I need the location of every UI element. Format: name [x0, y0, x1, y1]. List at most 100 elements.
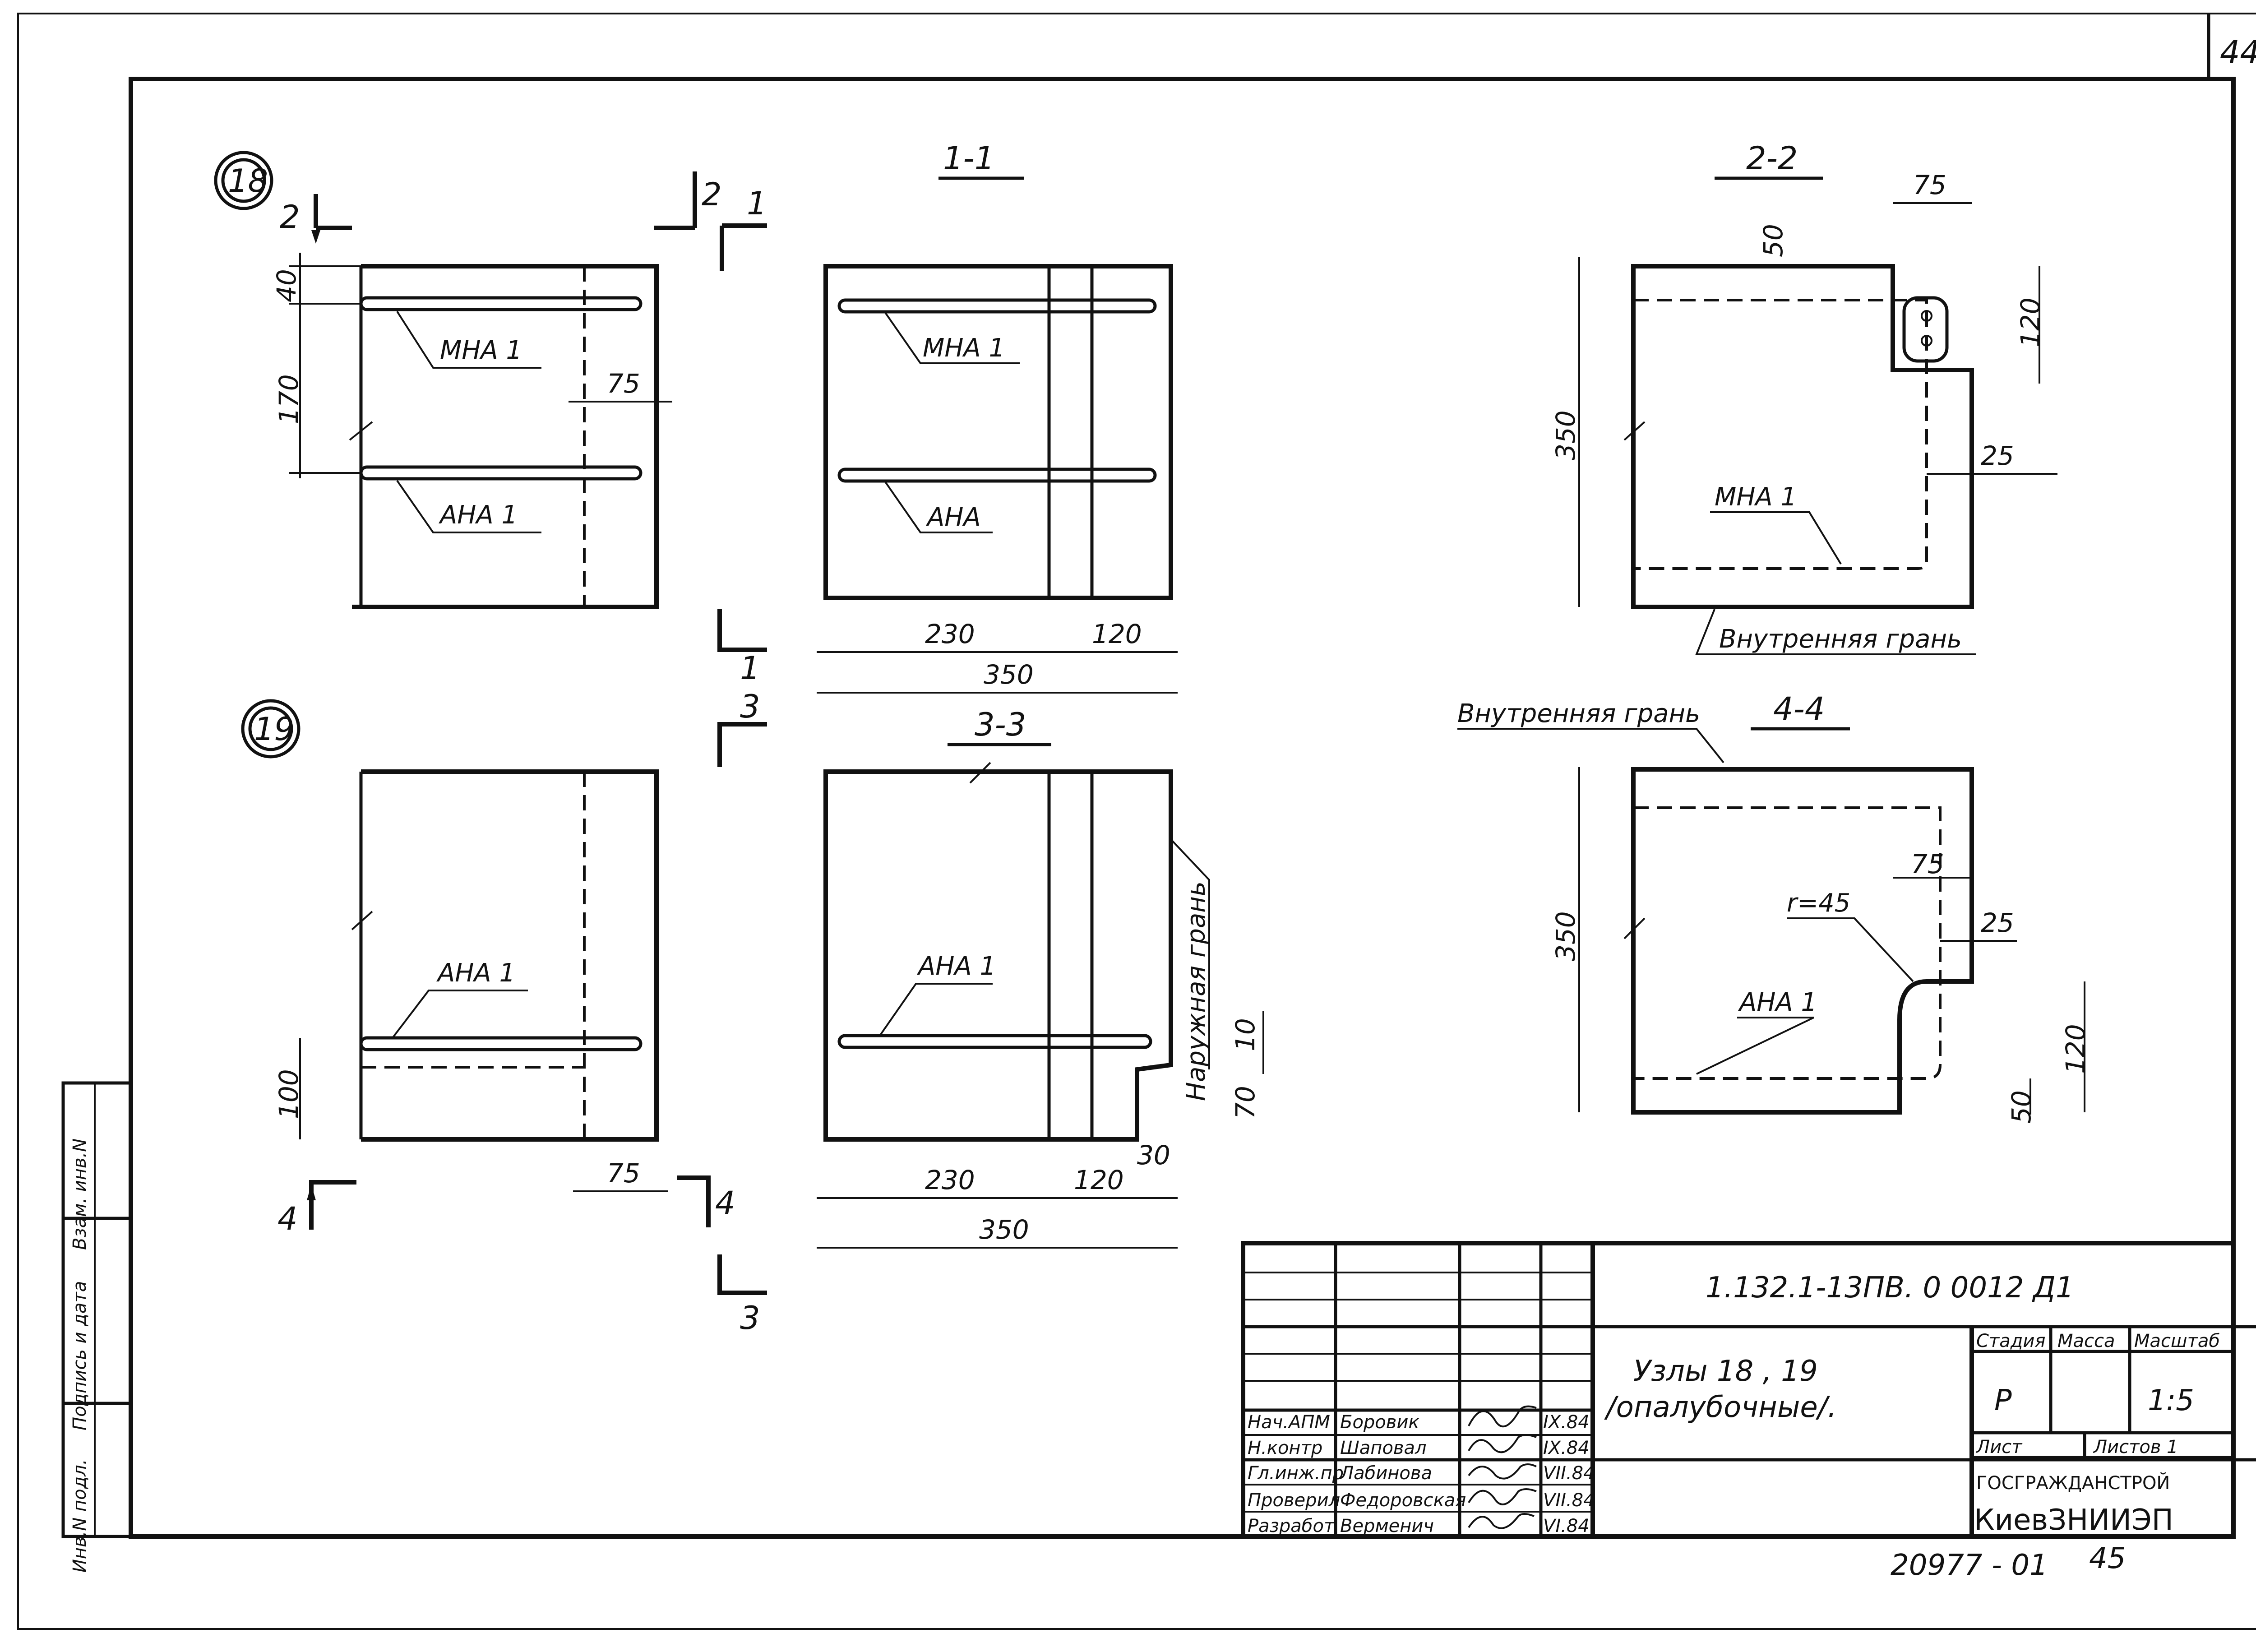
tb-stage: Р [1994, 1384, 2012, 1417]
tb-role-3: Проверил [1248, 1490, 1340, 1511]
cut-mark-4-left [309, 1180, 356, 1230]
label-ana1: АНА 1 [439, 500, 518, 530]
outer-border [17, 13, 2256, 1630]
cut-2-right-label: 2 [702, 176, 722, 213]
cut-3-bottom-label: 3 [740, 1300, 760, 1337]
label-mna1: МНА 1 [440, 336, 522, 365]
section-3-3-label-face: Наружная грань [1182, 881, 1211, 1101]
section-4-4-body [1631, 767, 1974, 1115]
section-3-3-bar [837, 1034, 1152, 1049]
inner-frame [129, 77, 2236, 1539]
break-mark-33 [969, 762, 991, 784]
tb-date-2: VII.84 [1543, 1463, 1595, 1484]
cut-arrow-2-left [311, 230, 320, 244]
node-18-view: 18 2 2 1 МНА 1 АНА 1 40 170 75 [214, 151, 767, 609]
tb-org-2: КиевЗНИИЭП [1974, 1504, 2173, 1537]
section-1-1-dim-120: 120 [1092, 619, 1142, 649]
tb-name-4: Верменич [1340, 1516, 1434, 1536]
signature-3 [1468, 1488, 1537, 1505]
dim-170: 170 [273, 374, 304, 424]
tb-name-3: Федоровская [1340, 1490, 1466, 1511]
section-1-1-title: 1-1 [943, 140, 994, 177]
section-1-1-dim-230: 230 [925, 619, 975, 649]
section-3-3-dim-350: 350 [979, 1214, 1029, 1245]
cut-3-top-label: 3 [740, 688, 760, 725]
tb-title-1: Узлы 18 , 19 [1633, 1355, 1818, 1388]
section-4-4-leader-ana [1696, 1017, 1814, 1075]
node-19-circle [241, 699, 300, 759]
side-stamp-replace: Взам. инв.N [69, 1138, 90, 1250]
section-3-3-body [823, 769, 1173, 1142]
node-18-wall [352, 264, 659, 609]
section-3-3-label-ana: АНА 1 [917, 952, 996, 981]
section-2-2-body [1631, 264, 1974, 609]
section-2-2-label-face: Внутренняя грань [1719, 625, 1962, 654]
section-4-4-dim-120: 120 [2060, 1024, 2091, 1074]
section-2-2-hole-1 [1921, 310, 1932, 322]
title-block-frame [1241, 1241, 2236, 1539]
cut-4-left-label: 4 [277, 1200, 298, 1237]
tb-sheets-label: Листов 1 [2093, 1437, 2178, 1458]
cut-4-right-label: 4 [715, 1185, 735, 1222]
page-number: 44 [2220, 34, 2256, 71]
section-1-1-label-ana: АНА [926, 503, 981, 532]
tb-scale: 1:5 [2148, 1384, 2194, 1417]
tb-mass-header: Масса [2057, 1331, 2115, 1351]
signature-2 [1468, 1463, 1537, 1480]
bottom-code: 20977 - 01 [1891, 1549, 2048, 1582]
leader-ana1 [396, 480, 541, 533]
section-2-2-dim-75: 75 [1913, 170, 1946, 200]
section-4-4-dim-350: 350 [1550, 911, 1581, 961]
section-2-2: 2-2 МНА 1 Внутренняя грань 350 75 50 120… [1550, 140, 2057, 655]
dim-40: 40 [271, 269, 302, 302]
leader-mna1 [396, 310, 541, 369]
tb-role-4: Разработ [1248, 1516, 1335, 1536]
break-mark-22 [1623, 421, 1646, 441]
section-2-2-leader-mna [1710, 511, 1842, 565]
section-1-1-bar-bottom [837, 467, 1157, 483]
tb-org-1: ГОСГРАЖДАНСТРОЙ [1976, 1472, 2170, 1494]
node-19-dim-100: 100 [273, 1069, 304, 1119]
section-4-4-label-r: r=45 [1787, 888, 1850, 918]
section-3-3: 3-3 АНА 1 Наружная грань 10 70 30 230 12… [817, 706, 1264, 1249]
section-2-2-anchor [1902, 296, 1949, 363]
section-2-2-title: 2-2 [1746, 140, 1798, 177]
node-19-circle-inner [248, 706, 293, 751]
side-stamp-sign: Подпись и дата [69, 1281, 90, 1430]
side-stamp-inv: Инв.N подл. [69, 1459, 90, 1573]
node-19-label: АНА 1 [436, 958, 515, 988]
tb-name-1: Шаповал [1340, 1438, 1427, 1458]
section-4-4-label-ana: АНА 1 [1738, 988, 1817, 1017]
section-3-3-dim-70: 70 [1230, 1086, 1261, 1119]
cut-mark-4-right [677, 1175, 711, 1227]
tb-date-0: IX.84 [1543, 1412, 1590, 1433]
node-19-leader [392, 990, 528, 1039]
section-2-2-dim-50: 50 [1758, 224, 1789, 257]
section-3-3-dim-230: 230 [925, 1165, 975, 1195]
bottom-num: 45 [2089, 1542, 2126, 1575]
cut-1-top-label: 1 [747, 185, 767, 222]
section-2-2-dim-25: 25 [1981, 440, 2014, 471]
title-block: 1.132.1-13ПВ. 0 0012 Д1 Узлы 18 , 19 /оп… [1241, 1241, 2256, 1539]
section-4-4-title: 4-4 [1773, 690, 1825, 727]
section-4-4-label-face: Внутренняя грань [1457, 699, 1700, 728]
tb-title-2: /опалубочные/. [1604, 1391, 1837, 1424]
tb-role-2: Гл.инж.пр [1248, 1463, 1344, 1484]
section-2-2-label-mna: МНА 1 [1715, 482, 1797, 512]
signature-4 [1468, 1513, 1535, 1529]
bar-ana1 [359, 465, 643, 481]
node-19-view: 19 3 АНА 1 100 75 4 4 3 [241, 688, 767, 1337]
break-mark-18 [349, 421, 373, 441]
bar-mna1 [359, 296, 643, 311]
node-18-circle [214, 151, 273, 210]
tb-name-0: Боровик [1340, 1412, 1419, 1433]
cut-mark-2-right [654, 171, 697, 230]
side-stamp: Инв.N подл. Подпись и дата Взам. инв.N [61, 1081, 133, 1573]
section-1-1-leader-mna [883, 310, 1020, 364]
tb-name-2: Лабинова [1339, 1463, 1432, 1484]
tb-role-1: Н.контр [1248, 1438, 1322, 1458]
cut-arrow-4-left [307, 1185, 316, 1200]
section-3-3-leader-ana [879, 983, 993, 1037]
signature-1 [1468, 1434, 1537, 1453]
